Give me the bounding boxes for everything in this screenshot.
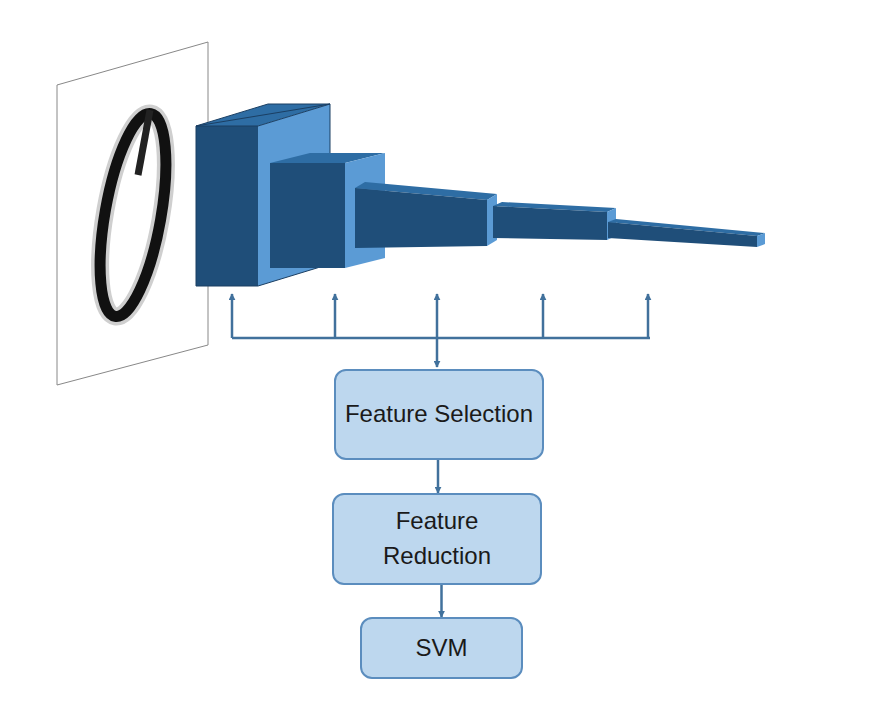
process-box: Feature Selection	[334, 369, 544, 460]
process-box: Feature Reduction	[332, 493, 542, 585]
feature-tap-bracket	[232, 294, 650, 367]
node-label: Feature Selection	[337, 397, 541, 432]
input-image-panel	[57, 42, 208, 385]
conv-layer-block	[493, 202, 616, 240]
classifier-box: SVM	[360, 617, 523, 679]
node-label: Feature Reduction	[334, 504, 540, 574]
flow-arrow	[440, 585, 443, 617]
conv-layer-block	[608, 219, 765, 247]
flow-arrow	[437, 460, 440, 493]
digit-zero	[88, 109, 179, 322]
node-label: SVM	[407, 631, 475, 666]
conv-layer-block	[355, 182, 497, 248]
